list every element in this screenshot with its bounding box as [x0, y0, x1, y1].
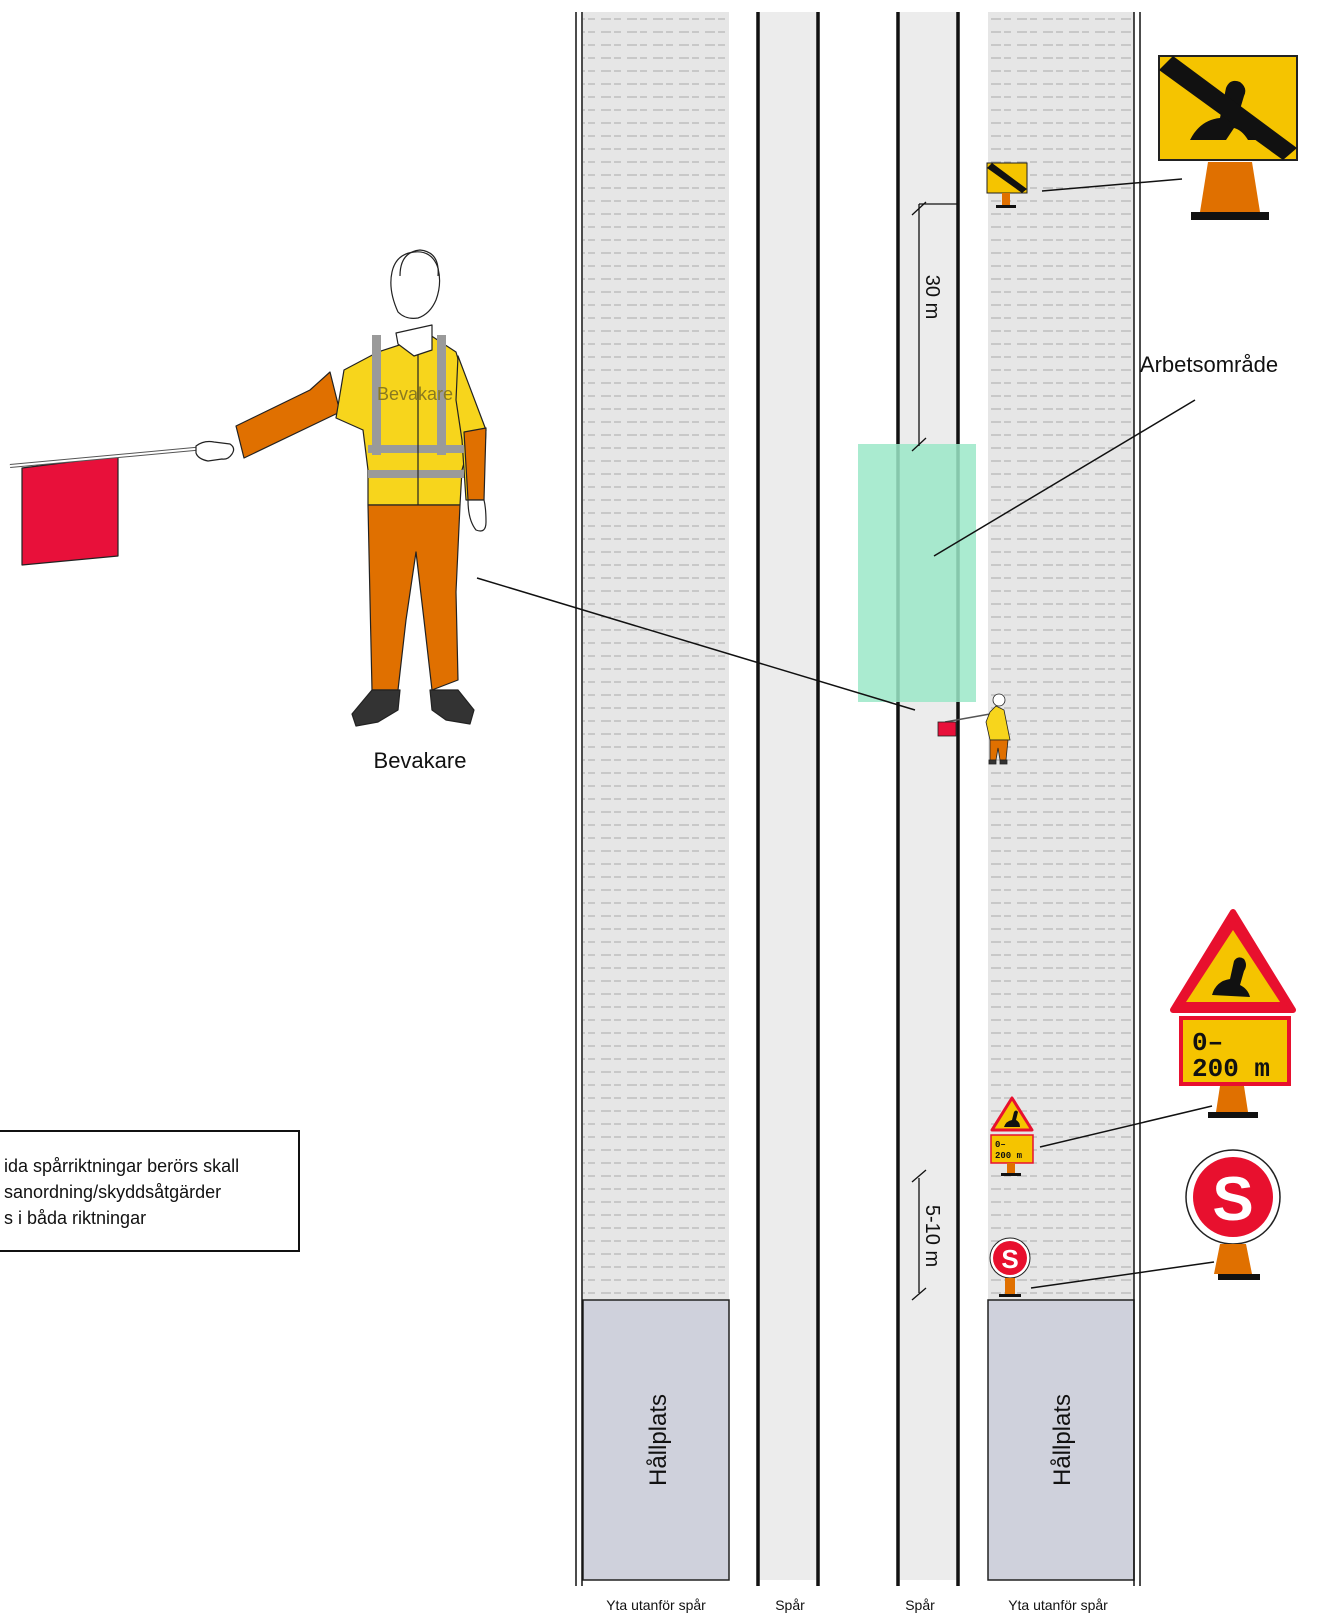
work-area-leader: [933, 399, 1196, 557]
platform-label-left: Hållplats: [645, 1394, 672, 1486]
cone-large-top: [1200, 162, 1260, 212]
roadwork-warning-sign-large: 0– 200 m: [1170, 909, 1296, 1118]
dimension-30m: [911, 201, 957, 452]
platform-right: [987, 1299, 1135, 1581]
roadwork-sign-leader: [1039, 1105, 1213, 1148]
roadwork-warning-sign-small: 0– 200 m: [990, 1096, 1034, 1176]
guard-caption: Bevakare: [374, 748, 467, 773]
flag-red: [21, 455, 119, 566]
distance-plate-line1: 0–: [1192, 1028, 1223, 1058]
guard-figure: [9, 249, 487, 727]
distance-label-5-10m: 5-10 m: [921, 1205, 943, 1267]
track-boundary-lines: [575, 12, 1141, 1586]
left-side-area: [583, 12, 729, 1302]
platform-left: [582, 1299, 730, 1581]
small-plate-line2: 200 m: [995, 1151, 1023, 1161]
work-area-label: Arbetsområde: [1140, 352, 1278, 377]
note-box: ida spårriktningar berörs skall sanordni…: [0, 1130, 300, 1252]
footer-label-left-area: Yta utanför spår: [606, 1597, 706, 1613]
note-line-3: s i båda riktningar: [4, 1208, 147, 1228]
end-sign-leader: [1041, 178, 1183, 192]
footer-label-right-area: Yta utanför spår: [1008, 1597, 1108, 1613]
track-right: [900, 12, 958, 1580]
footer-label-track-1: Spår: [775, 1597, 805, 1613]
distance-plate-line2: 200 m: [1192, 1054, 1270, 1084]
right-side-area: [988, 12, 1134, 1302]
end-of-roadworks-sign-small: [986, 162, 1028, 208]
end-of-roadworks-sign-large: [1158, 55, 1298, 220]
vest-label: Bevakare: [377, 384, 453, 404]
platform-label-right: Hållplats: [1049, 1394, 1076, 1486]
stop-sign-leader: [1030, 1261, 1215, 1289]
note-line-1: ida spårriktningar berörs skall: [4, 1156, 240, 1176]
dimension-5-10m: [911, 1169, 927, 1301]
stop-sign-letter-small: S: [1001, 1244, 1018, 1274]
note-line-2: sanordning/skyddsåtgärder: [4, 1182, 222, 1202]
stop-sign-letter-large: S: [1212, 1165, 1253, 1234]
stop-sign-small: S: [989, 1237, 1031, 1297]
small-guard-figure: [937, 693, 1011, 765]
stop-sign-large: S: [1185, 1149, 1281, 1280]
worker-icon: [1212, 957, 1250, 997]
small-plate-line1: 0–: [995, 1140, 1006, 1150]
guard-leader: [476, 577, 916, 711]
work-area-zone: [858, 444, 976, 702]
track-left: [759, 12, 818, 1580]
footer-label-track-2: Spår: [905, 1597, 935, 1613]
distance-label-30m: 30 m: [921, 275, 943, 319]
